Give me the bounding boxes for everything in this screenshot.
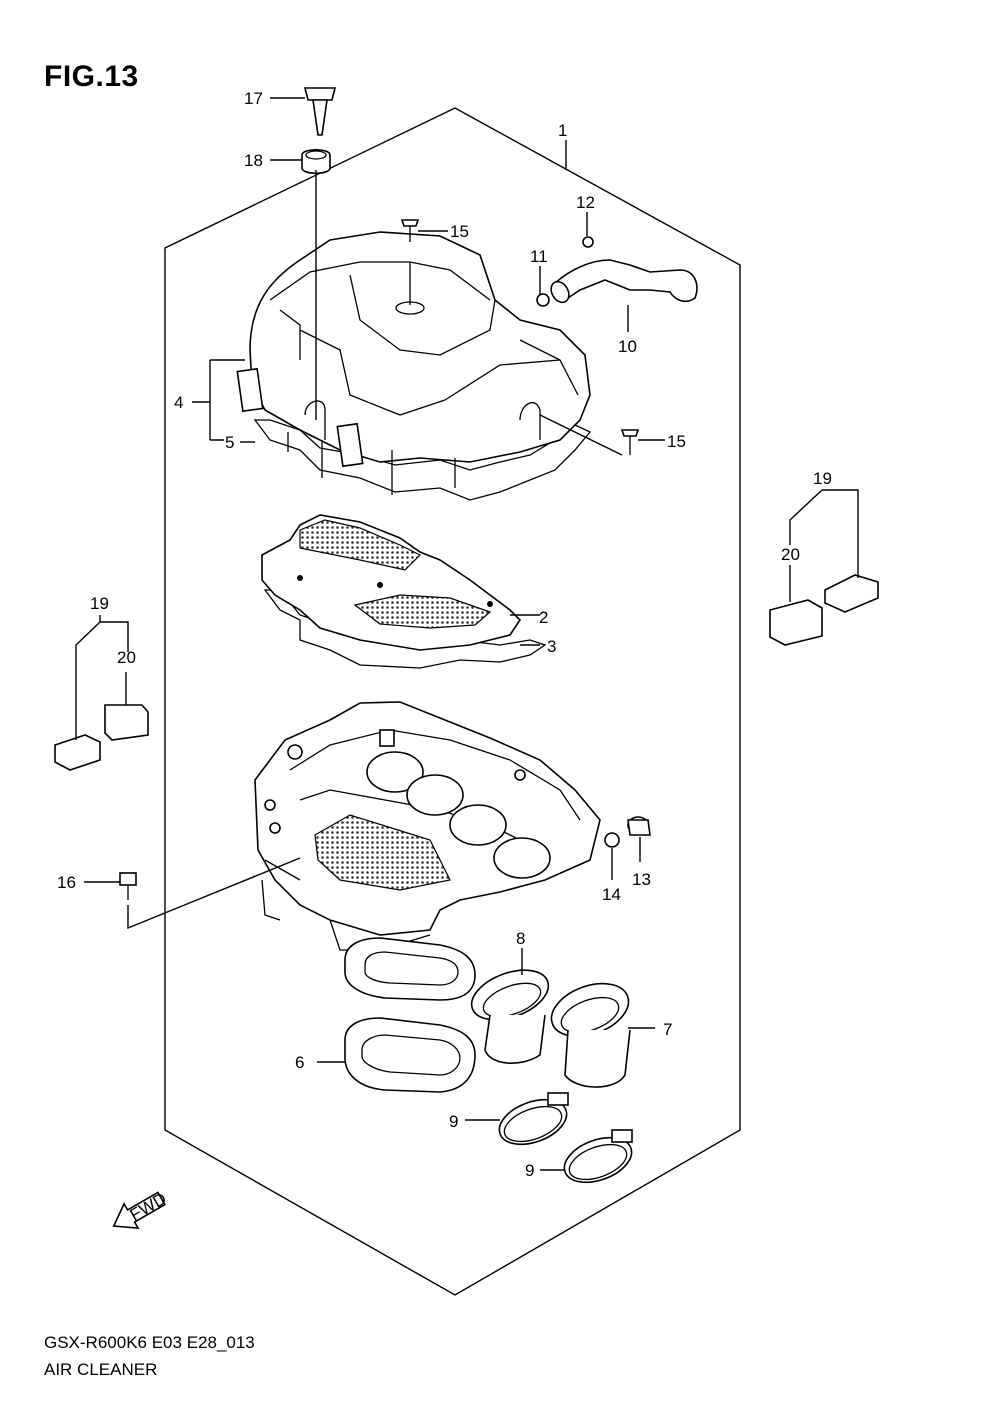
figure-name: AIR CLEANER xyxy=(44,1360,158,1379)
callout-3: 3 xyxy=(547,637,556,656)
callout-5: 5 xyxy=(225,433,234,452)
intake-seal-part xyxy=(344,937,476,1093)
callout-10: 10 xyxy=(618,337,637,356)
callout-9b: 9 xyxy=(525,1161,534,1180)
callout-7: 7 xyxy=(663,1020,672,1039)
callout-12: 12 xyxy=(576,193,595,212)
callout-8: 8 xyxy=(516,929,525,948)
cap-and-clip-part xyxy=(604,816,651,848)
callout-18: 18 xyxy=(244,151,263,170)
callout-15b: 15 xyxy=(667,432,686,451)
fasteners-part xyxy=(119,87,640,900)
clamps-part xyxy=(498,1092,633,1184)
callout-19b: 19 xyxy=(813,469,832,488)
callout-13: 13 xyxy=(632,870,651,889)
callout-19a: 19 xyxy=(90,594,109,613)
callout-15a: 15 xyxy=(450,222,469,241)
lower-case-part xyxy=(254,701,601,951)
figure-code: GSX-R600K6 E03 E28_013 xyxy=(44,1333,255,1352)
callout-2: 2 xyxy=(539,608,548,627)
funnels-part xyxy=(470,969,631,1088)
callout-11: 11 xyxy=(530,247,548,266)
callout-20a: 20 xyxy=(117,648,136,667)
callout-9a: 9 xyxy=(449,1112,458,1131)
callout-6: 6 xyxy=(295,1053,304,1072)
callout-4: 4 xyxy=(174,393,183,412)
callout-16: 16 xyxy=(57,873,76,892)
callout-20b: 20 xyxy=(781,545,800,564)
leader-lines xyxy=(75,97,859,1171)
upper-cover-part xyxy=(236,231,592,501)
hose-part xyxy=(536,236,698,307)
sensor-right-part xyxy=(769,574,879,646)
callout-14: 14 xyxy=(602,885,621,904)
assembly-boundary xyxy=(164,107,741,1296)
fwd-badge-text: FWD xyxy=(127,1189,170,1225)
sensor-left-part xyxy=(54,704,149,771)
fwd-direction-arrow xyxy=(112,1191,166,1230)
callout-1: 1 xyxy=(558,121,567,140)
filter-element-part xyxy=(261,514,547,669)
callout-17: 17 xyxy=(244,89,263,108)
figure-title: FIG.13 xyxy=(44,60,139,93)
